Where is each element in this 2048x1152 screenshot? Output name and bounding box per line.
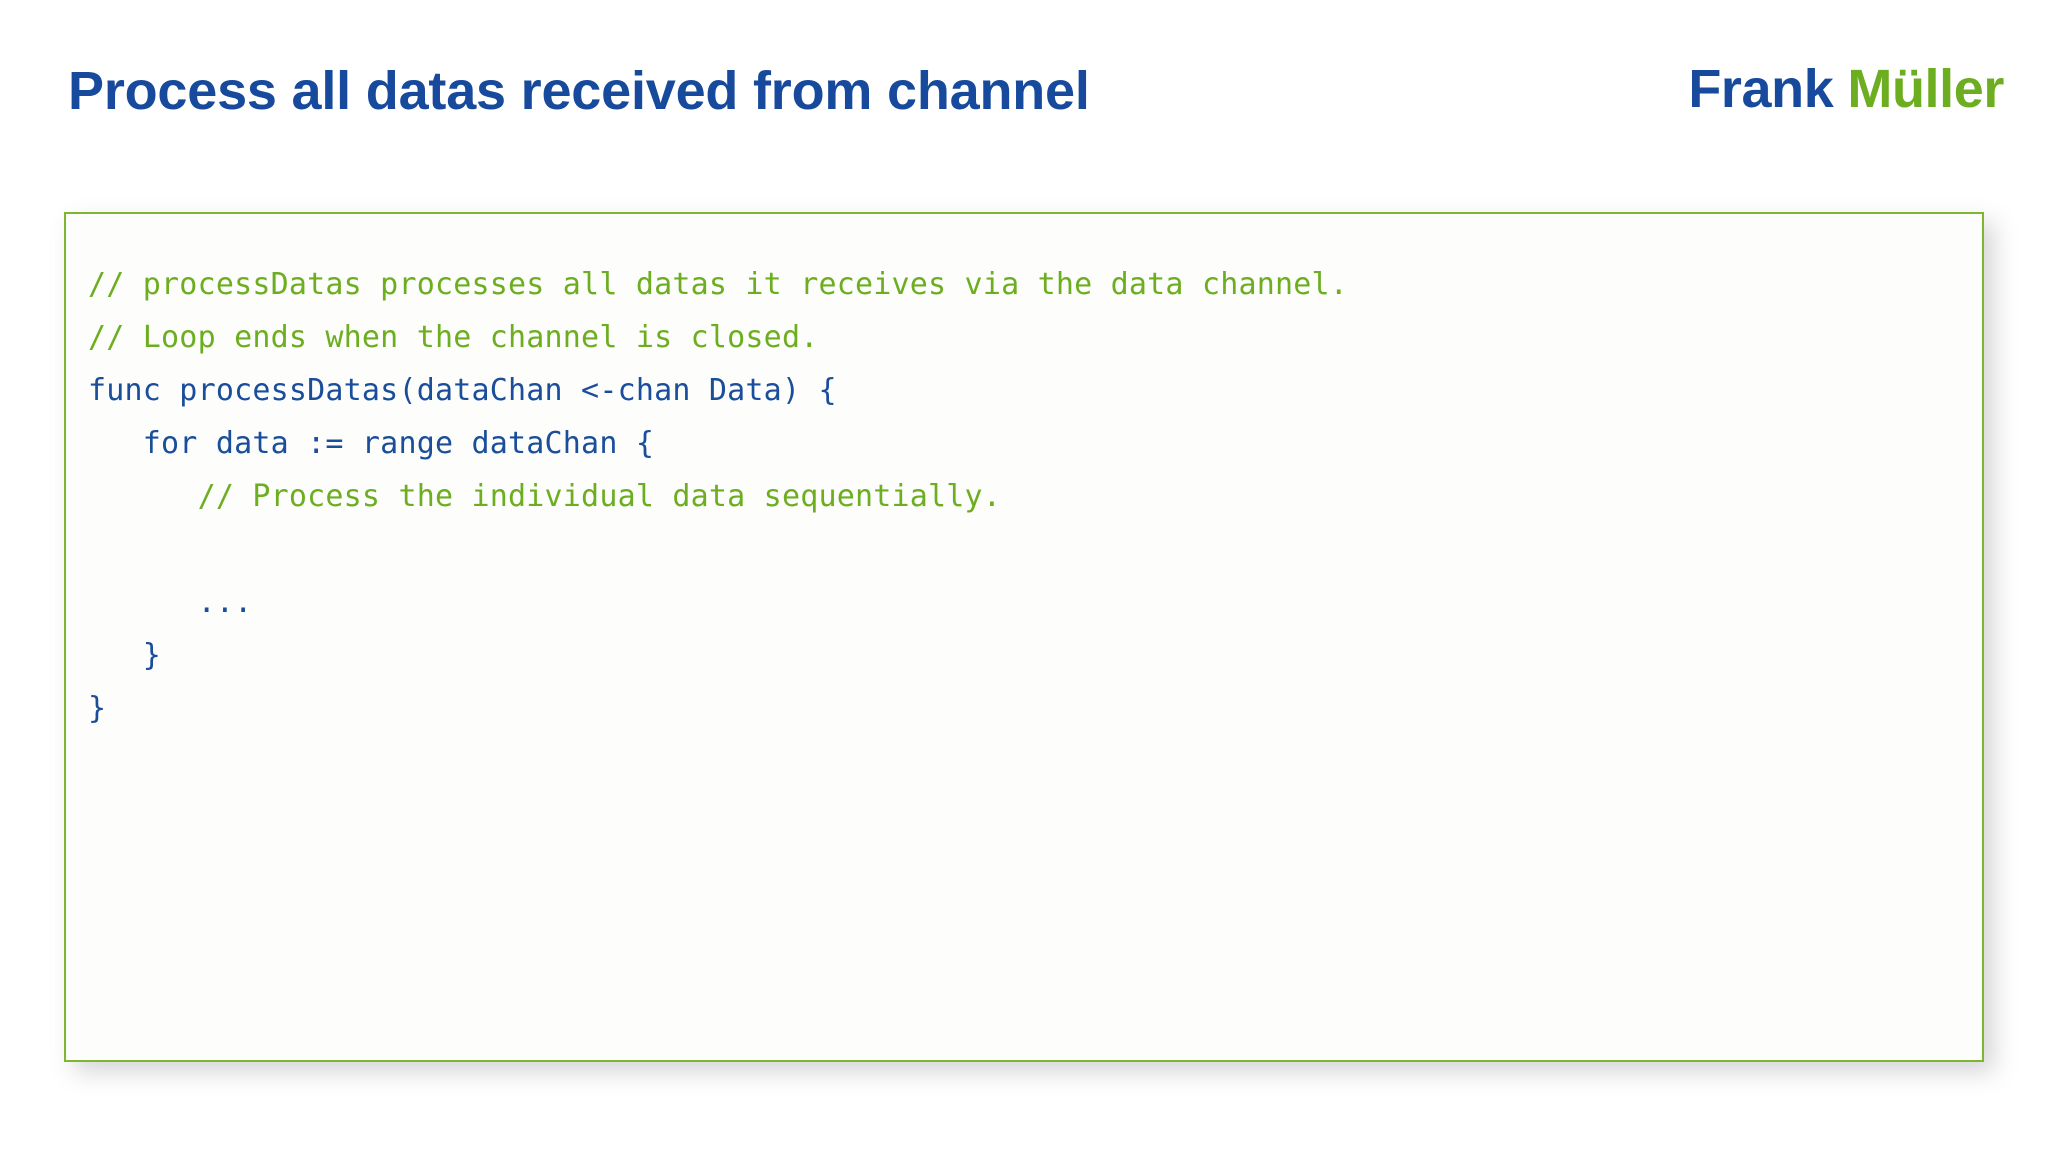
code-line: } [88,638,162,673]
slide-header: Process all datas received from channel … [0,0,2048,190]
code-line: func processDatas(dataChan <-chan Data) … [88,373,837,408]
code-line [88,947,1972,1000]
code-line: // Process the individual data sequentia… [88,479,1002,514]
code-line [88,523,1972,576]
brand-first-name: Frank [1688,59,1834,119]
code-line [88,788,1972,841]
code-line [88,894,1972,947]
page-title: Process all datas received from channel [68,61,1090,121]
code-line [88,841,1972,894]
code-line: for data := range dataChan { [88,426,655,461]
code-line [88,1000,1972,1053]
brand-last-name: Müller [1847,59,2004,119]
code-line: ... [88,585,253,620]
code-line: // Loop ends when the channel is closed. [88,320,819,355]
code-line [88,735,1972,788]
code-line: // processDatas processes all datas it r… [88,267,1349,302]
code-card: // processDatas processes all datas it r… [64,212,1984,1062]
code-block: // processDatas processes all datas it r… [88,258,1972,1053]
code-line: } [88,691,107,726]
